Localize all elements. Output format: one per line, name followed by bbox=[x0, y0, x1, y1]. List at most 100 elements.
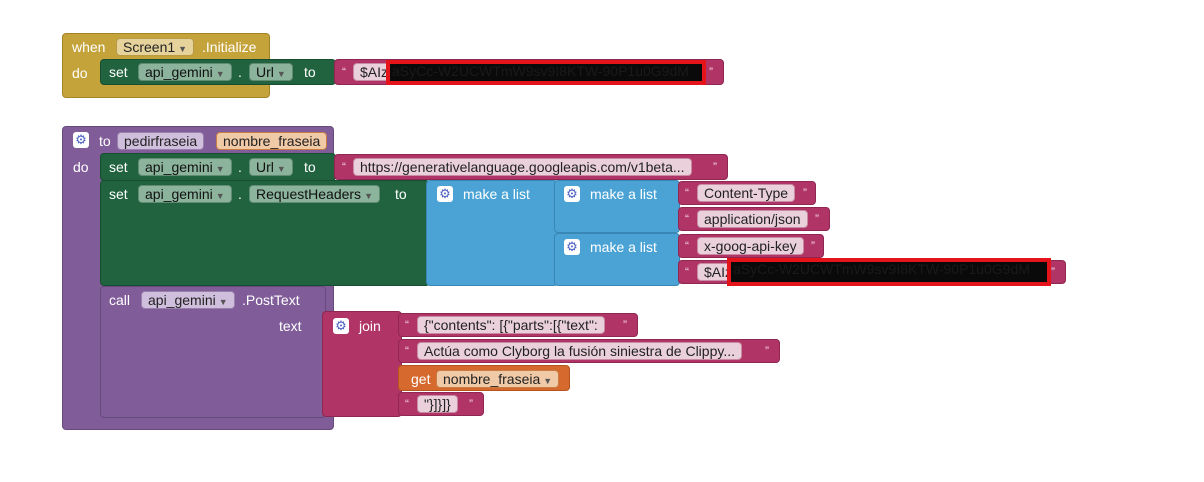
set-url-block[interactable]: set api_gemini▼ . Url▼ to bbox=[100, 153, 336, 181]
redaction-box: aSyCc-W2UCWTmW9sv9I8KTW-90P1u0G9dM bbox=[386, 60, 706, 85]
procedure-name-field[interactable]: pedirfraseia bbox=[117, 132, 205, 150]
do-label: do bbox=[72, 65, 88, 81]
json-end-string-block[interactable]: “ "}]}]} ” bbox=[398, 392, 484, 416]
prompt-text[interactable]: Actúa como Clyborg la fusión siniestra d… bbox=[417, 342, 742, 360]
text-param-label: text bbox=[279, 318, 302, 334]
url-string-block[interactable]: “ https://generativelanguage.googleapis.… bbox=[334, 154, 728, 180]
web-component-dropdown[interactable]: api_gemini▼ bbox=[138, 185, 232, 203]
web-component-text: api_gemini bbox=[145, 159, 213, 175]
set-url-block[interactable]: set api_gemini▼ . Url▼ to bbox=[100, 59, 336, 85]
chevron-down-icon: ▼ bbox=[364, 191, 373, 201]
event-name: .Initialize bbox=[202, 39, 257, 55]
mutator-gear-icon[interactable]: ⚙ bbox=[333, 318, 349, 334]
mutator-gear-icon[interactable]: ⚙ bbox=[564, 239, 580, 255]
api-key-header-string-block[interactable]: “ x-goog-api-key ” bbox=[678, 234, 824, 258]
dot-label: . bbox=[238, 64, 242, 80]
web-component-dropdown[interactable]: api_gemini▼ bbox=[141, 291, 235, 309]
chevron-down-icon: ▼ bbox=[218, 297, 228, 307]
close-quote: ” bbox=[815, 212, 819, 226]
property-dropdown[interactable]: Url▼ bbox=[249, 158, 293, 176]
open-quote: “ bbox=[685, 265, 689, 279]
make-a-list-label: make a list bbox=[463, 186, 530, 202]
open-quote: “ bbox=[405, 318, 409, 332]
make-a-list-label: make a list bbox=[590, 186, 657, 202]
set-label: set bbox=[109, 64, 128, 80]
application-json-text[interactable]: application/json bbox=[697, 210, 808, 228]
join-label: join bbox=[359, 318, 381, 334]
do-label: do bbox=[73, 159, 89, 175]
parameter-name[interactable]: nombre_fraseia bbox=[216, 132, 328, 150]
close-quote: ” bbox=[713, 160, 717, 174]
web-component-text: api_gemini bbox=[148, 292, 216, 308]
open-quote: “ bbox=[342, 160, 346, 174]
join-block[interactable]: ⚙ join bbox=[322, 311, 402, 417]
make-a-list-inner-block-2[interactable]: ⚙ make a list bbox=[554, 233, 680, 286]
close-quote: ” bbox=[1051, 265, 1055, 279]
chevron-down-icon: ▼ bbox=[215, 191, 225, 201]
property-dropdown[interactable]: RequestHeaders▼ bbox=[249, 185, 380, 203]
open-quote: “ bbox=[685, 239, 689, 253]
chevron-down-icon: ▼ bbox=[178, 44, 188, 54]
redaction-box: aSyCc-W2UCWTmW9sv9I8KTW-90P1u0G9dM bbox=[727, 258, 1051, 286]
json-part1-text[interactable]: {"contents": [{"parts":[{"text": bbox=[417, 316, 605, 334]
url-text[interactable]: https://generativelanguage.googleapis.co… bbox=[353, 158, 692, 176]
redacted-key-text: aSyCc-W2UCWTmW9sv9I8KTW-90P1u0G9dM bbox=[392, 63, 689, 79]
application-json-string-block[interactable]: “ application/json ” bbox=[678, 207, 830, 231]
json-end-text[interactable]: "}]}]} bbox=[417, 395, 458, 413]
method-name: .PostText bbox=[242, 292, 300, 308]
open-quote: “ bbox=[405, 397, 409, 411]
property-dropdown[interactable]: Url▼ bbox=[249, 63, 293, 81]
variable-text: nombre_fraseia bbox=[443, 371, 541, 387]
to-label: to bbox=[395, 186, 407, 202]
dot-label: . bbox=[238, 159, 242, 175]
property-text: Url bbox=[256, 64, 274, 80]
get-label: get bbox=[411, 371, 431, 387]
web-component-dropdown[interactable]: api_gemini▼ bbox=[138, 63, 232, 81]
api-key-text[interactable]: $AIz bbox=[353, 63, 393, 81]
get-variable-block[interactable]: get nombre_fraseia▼ bbox=[398, 365, 570, 391]
redacted-key-text: aSyCc-W2UCWTmW9sv9I8KTW-90P1u0G9dM bbox=[733, 261, 1030, 277]
call-label: call bbox=[109, 292, 131, 308]
to-label: to bbox=[99, 133, 111, 149]
chevron-down-icon: ▼ bbox=[276, 69, 286, 79]
dot-label: . bbox=[238, 186, 242, 202]
content-type-string-block[interactable]: “ Content-Type ” bbox=[678, 181, 816, 205]
to-label: to bbox=[304, 64, 316, 80]
component-dropdown[interactable]: Screen1▼ bbox=[116, 38, 195, 56]
close-quote: ” bbox=[765, 344, 769, 358]
call-post-text-block[interactable]: call api_gemini▼ .PostText text bbox=[100, 286, 326, 418]
close-quote: ” bbox=[811, 239, 815, 253]
content-type-text[interactable]: Content-Type bbox=[697, 184, 796, 202]
to-label: to bbox=[304, 159, 316, 175]
json-part1-string-block[interactable]: “ {"contents": [{"parts":[{"text": ” bbox=[398, 313, 638, 337]
web-component-text: api_gemini bbox=[145, 186, 213, 202]
chevron-down-icon: ▼ bbox=[276, 164, 286, 174]
prompt-string-block[interactable]: “ Actúa como Clyborg la fusión siniestra… bbox=[398, 339, 780, 363]
web-component-text: api_gemini bbox=[145, 64, 213, 80]
open-quote: “ bbox=[685, 212, 689, 226]
make-a-list-label: make a list bbox=[590, 239, 657, 255]
open-quote: “ bbox=[685, 186, 689, 200]
chevron-down-icon: ▼ bbox=[215, 69, 225, 79]
mutator-gear-icon[interactable]: ⚙ bbox=[73, 132, 89, 148]
set-label: set bbox=[109, 186, 128, 202]
set-request-headers-block[interactable]: set api_gemini▼ . RequestHeaders▼ to bbox=[100, 180, 430, 286]
property-text: RequestHeaders bbox=[256, 186, 362, 202]
make-a-list-outer-block[interactable]: ⚙ make a list bbox=[426, 180, 558, 286]
component-dropdown-text: Screen1 bbox=[123, 39, 176, 55]
web-component-dropdown[interactable]: api_gemini▼ bbox=[138, 158, 232, 176]
chevron-down-icon: ▼ bbox=[215, 164, 225, 174]
chevron-down-icon: ▼ bbox=[543, 376, 553, 386]
api-key-header-text[interactable]: x-goog-api-key bbox=[697, 237, 804, 255]
mutator-gear-icon[interactable]: ⚙ bbox=[564, 186, 580, 202]
open-quote: “ bbox=[405, 344, 409, 358]
set-label: set bbox=[109, 159, 128, 175]
mutator-gear-icon[interactable]: ⚙ bbox=[437, 186, 453, 202]
when-label: when bbox=[72, 39, 106, 55]
close-quote: ” bbox=[803, 186, 807, 200]
make-a-list-inner-block-1[interactable]: ⚙ make a list bbox=[554, 180, 680, 233]
close-quote: ” bbox=[623, 318, 627, 332]
close-quote: ” bbox=[469, 397, 473, 411]
variable-dropdown[interactable]: nombre_fraseia▼ bbox=[436, 370, 560, 388]
close-quote: ” bbox=[709, 65, 713, 79]
